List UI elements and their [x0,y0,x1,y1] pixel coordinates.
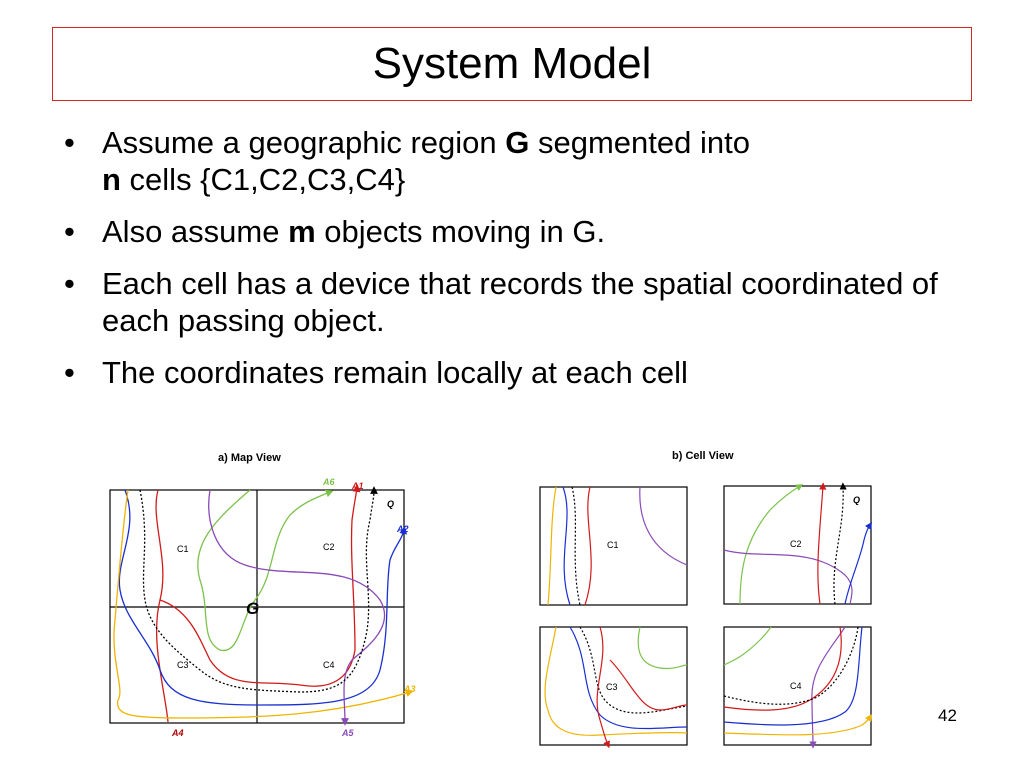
object-label: A3 [403,684,416,694]
cell-label: C3 [177,660,189,670]
cell-label: C2 [790,539,802,549]
page-number: 42 [938,706,957,725]
cell-view-c3 [544,626,688,749]
cell-view-c4 [723,626,872,749]
bullet-list: Assume a geographic region G segmented i… [58,124,978,406]
cell-label: C1 [607,540,619,550]
bullet-item: Also assume m objects moving in G. [58,213,978,250]
cell-label: C4 [790,681,802,691]
bullet-item: Each cell has a device that records the … [58,265,978,339]
object-label: A1 [351,481,364,491]
cell-view-c1 [547,486,688,606]
cell-label: C1 [177,544,189,554]
cell-view-boxes [539,485,872,746]
object-label: A6 [322,477,335,487]
bullet-item: The coordinates remain locally at each c… [58,354,978,391]
trajectory-q [139,486,378,693]
map-view-labels: C1 C2 C3 C4 G A6 A1 Q A2 A3 A4 A5 [171,477,416,738]
object-label: A2 [396,524,409,534]
title-box: System Model [52,27,972,101]
slide-title: System Model [372,39,652,88]
cell-view-c2 [723,482,872,605]
cell-label: C2 [323,542,335,552]
region-label: G [246,599,259,618]
trajectory-a6 [197,489,334,651]
trajectory-a1 [155,488,357,723]
cell-view-labels: C1 C2 C3 C4 Q [606,495,860,692]
map-view-label: a) Map View [218,452,281,464]
object-label: Q [387,499,394,509]
trajectory-a2 [118,489,408,706]
cell-label: C4 [323,660,335,670]
object-label: Q [853,495,860,505]
bullet-item: Assume a geographic region G segmented i… [58,124,978,198]
object-label: A4 [171,728,184,738]
object-label: A5 [341,728,354,738]
cell-view-label: b) Cell View [672,450,734,462]
trajectory-a5 [208,489,386,726]
cell-label: C3 [606,682,618,692]
trajectory-a3 [113,489,414,719]
map-view-trajectories [113,486,414,726]
